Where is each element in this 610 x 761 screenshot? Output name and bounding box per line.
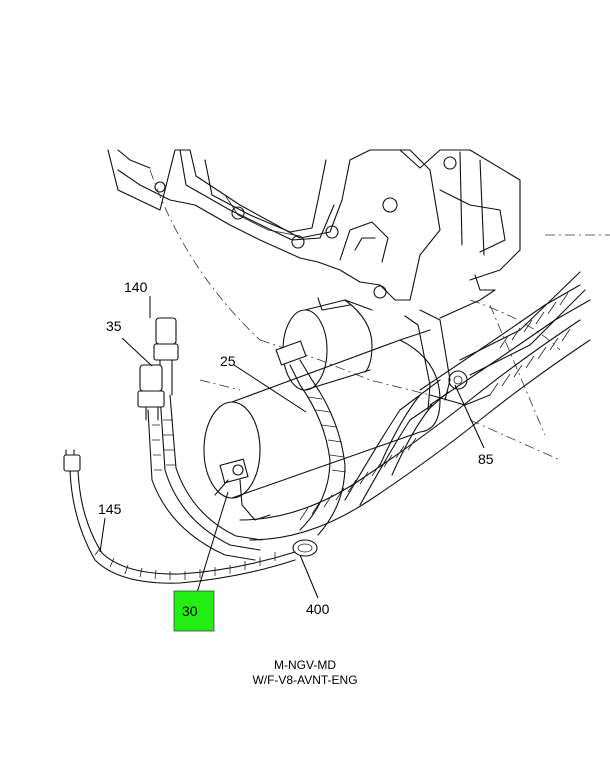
wire-harness bbox=[69, 271, 591, 584]
callout-145: 145 bbox=[98, 501, 122, 517]
starter-motor bbox=[203, 274, 496, 499]
caption-variant: W/F-V8-AVNT-ENG bbox=[252, 673, 358, 687]
caption-model: M-NGV-MD bbox=[274, 658, 336, 672]
callout-35: 35 bbox=[106, 318, 122, 334]
callout-30[interactable]: 30 bbox=[182, 603, 198, 619]
callout-85: 85 bbox=[478, 451, 494, 467]
callout-400: 400 bbox=[306, 601, 330, 617]
phantom-lines bbox=[149, 169, 610, 461]
leader-lines bbox=[99, 296, 485, 599]
callout-140: 140 bbox=[124, 279, 148, 295]
connectors bbox=[63, 317, 179, 472]
callout-30-highlight[interactable] bbox=[173, 590, 215, 632]
callout-25: 25 bbox=[220, 353, 236, 369]
flywheel-housing bbox=[107, 149, 521, 301]
